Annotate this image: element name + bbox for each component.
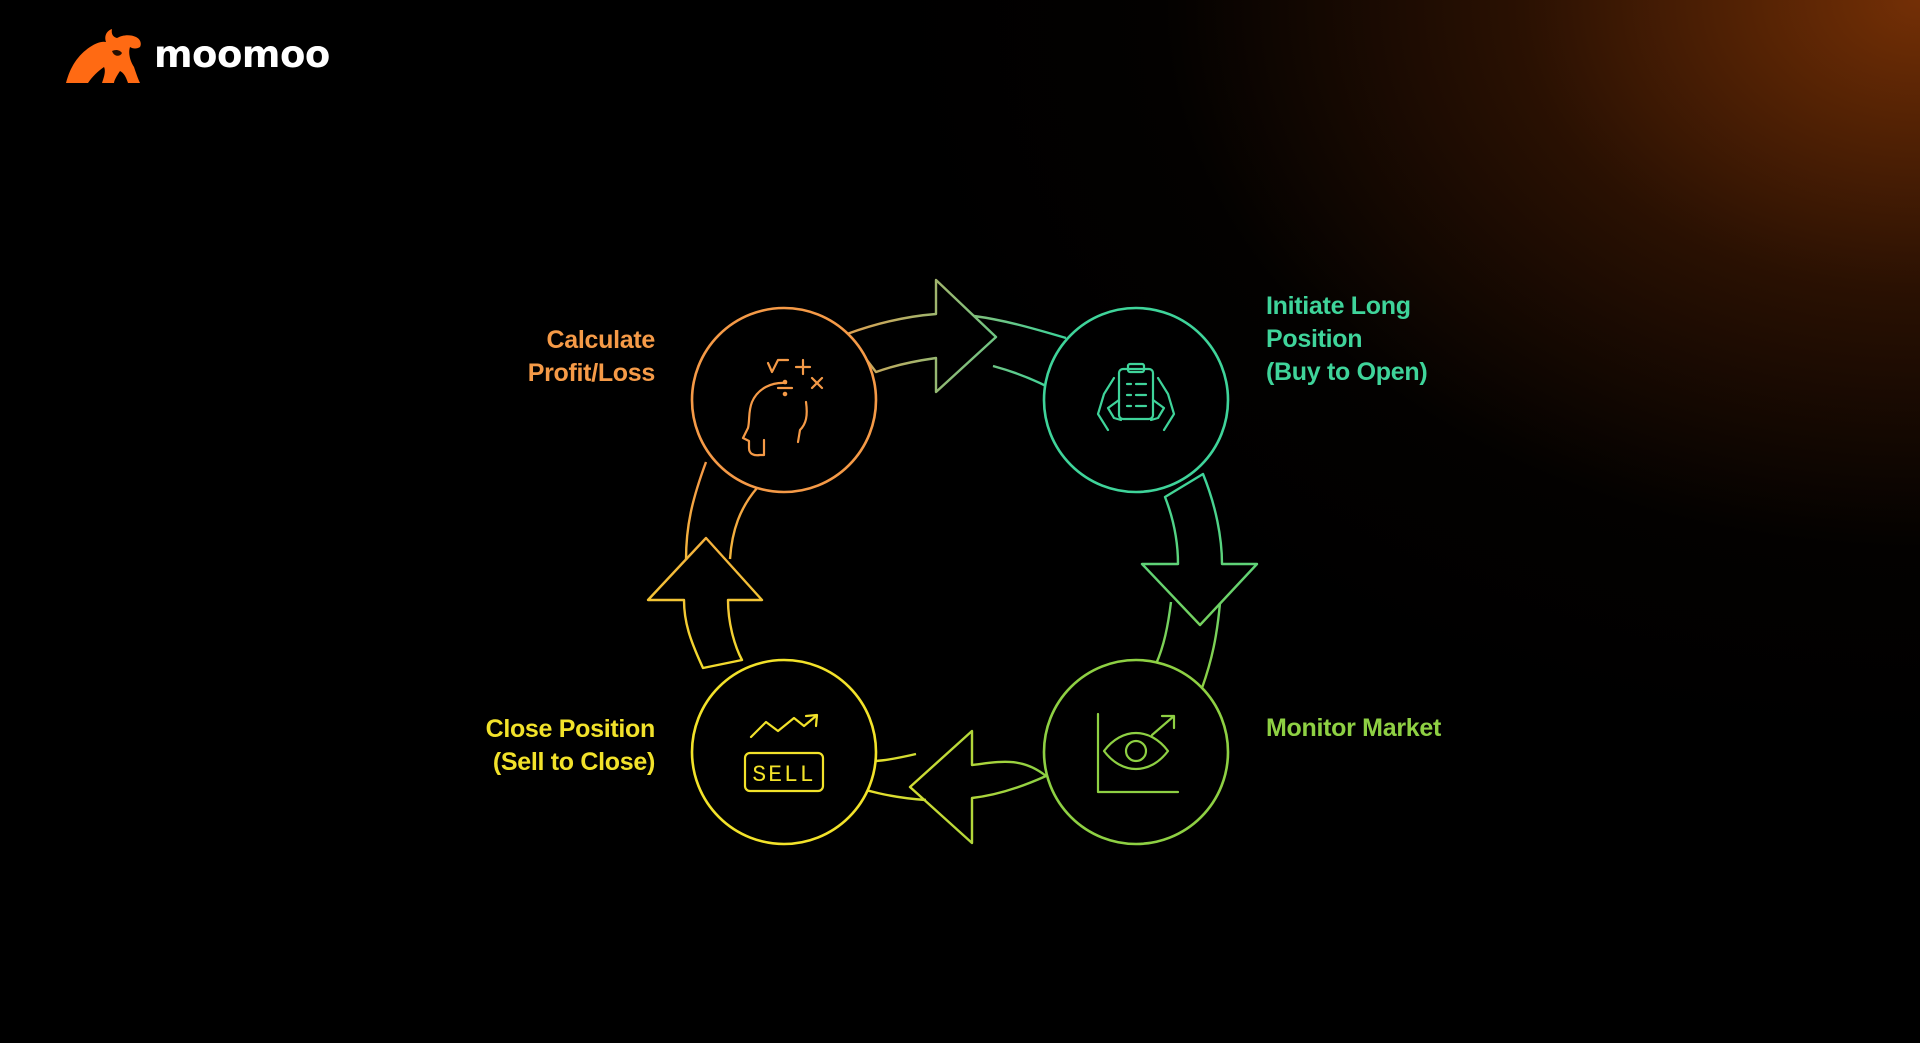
- sell-trend-icon: [743, 713, 825, 793]
- eye-chart-icon: [1096, 712, 1180, 794]
- stage-label-calculate: Calculate Profit/Loss: [527, 326, 656, 387]
- arrow-to-monitor: [1140, 472, 1259, 627]
- stage-circle-initiate: [1042, 306, 1230, 494]
- arrow-to-initiate: [845, 278, 998, 394]
- arrow-to-calculate: [646, 536, 764, 670]
- brand-name: moomoo: [154, 32, 330, 76]
- stage-circle-calculate: [690, 306, 878, 494]
- stage-circle-monitor: [1042, 658, 1230, 846]
- arrow-to-monitor-tail: [1154, 601, 1222, 689]
- stage-label-close: Close Position (Sell to Close): [485, 715, 656, 776]
- arrow-to-calculate-tail: [684, 461, 758, 561]
- arrow-to-initiate-tail: [973, 314, 1067, 388]
- bull-logo-icon: [66, 29, 141, 83]
- sell-label-text: SELL: [752, 762, 815, 788]
- clipboard-hands-icon: [1096, 362, 1176, 432]
- stage-label-initiate: Initiate Long Position (Buy to Open): [1266, 292, 1428, 386]
- brand-logo[interactable]: moomoo: [64, 26, 330, 86]
- arrow-to-close: [908, 729, 1048, 845]
- head-math-icon: [741, 358, 824, 457]
- stage-label-monitor: Monitor Market: [1266, 714, 1441, 742]
